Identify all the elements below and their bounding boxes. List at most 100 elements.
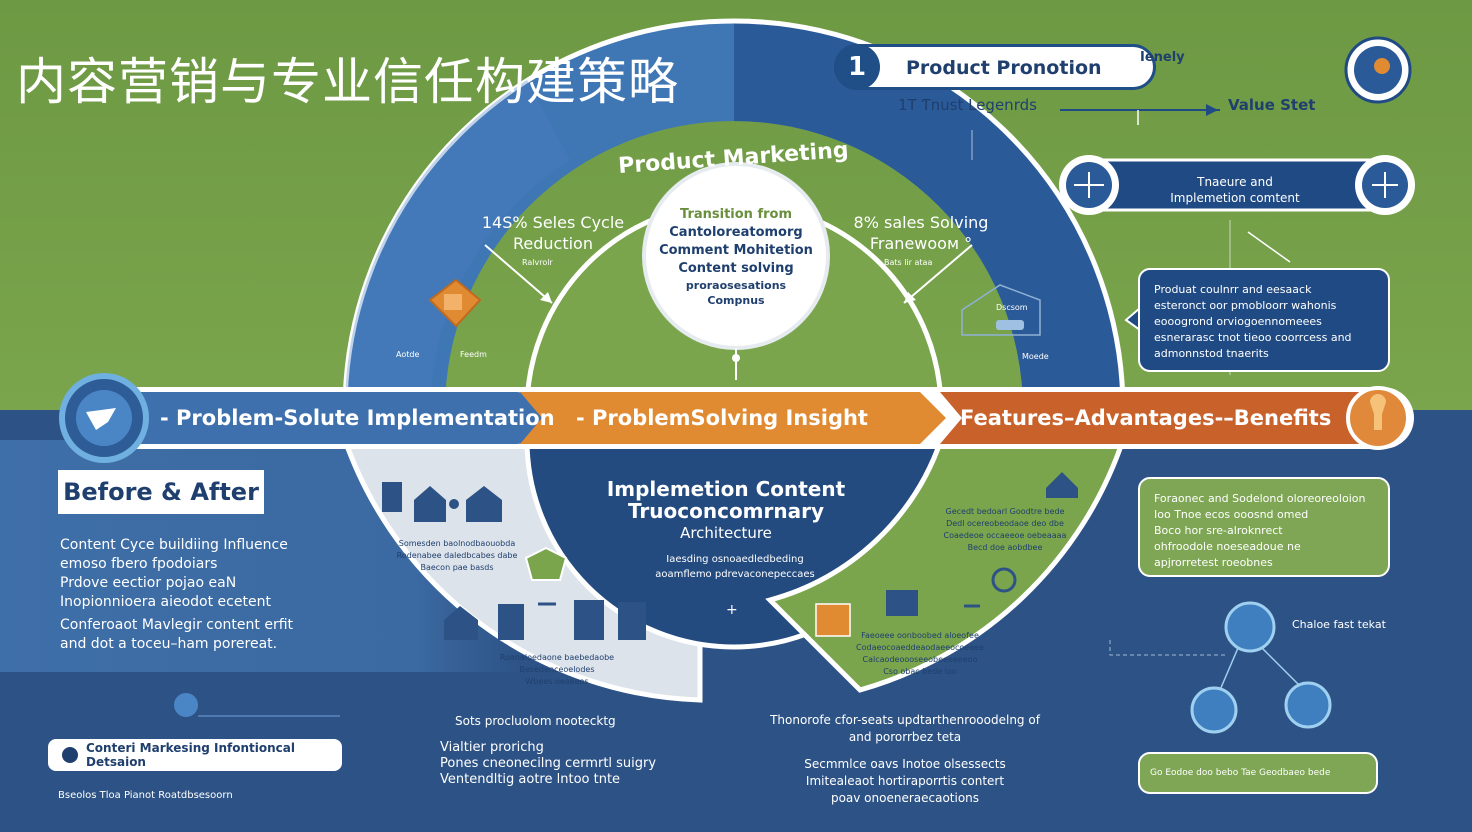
left-arrow-line <box>484 244 553 304</box>
network-node-top <box>1224 601 1276 653</box>
lower-right-block2: Faeoeee oonboobed aloeofee Codaeocoaedde… <box>840 630 1000 678</box>
right-stat: 8% sales Solving Franewooм ° <box>836 212 1006 254</box>
left-stat-line2: Reduction <box>513 234 593 253</box>
green-box-line2: Ioo Tnoe ecos ooosnd omed <box>1154 508 1309 521</box>
center-line4: Content solving <box>678 261 794 276</box>
right-caption: Thonorofe cfor-seats updtarthenrooodelng… <box>760 712 1050 746</box>
promo-number-badge: 1 <box>834 44 880 90</box>
right-stat-line1: 8% sales Solving <box>853 213 989 232</box>
trust-label: 1T Ƭnust Legenrds <box>898 96 1037 114</box>
lower-right-small5: Faeoeee oonboobed aloeofee <box>861 631 979 640</box>
blue-info-box: Produat coulnrr and eesaack esteronct oo… <box>1138 268 1390 372</box>
right-stat-line2: Franewooм ° <box>869 234 973 253</box>
left-paragraph-1: Content Cyce buildiing Influence emoso f… <box>60 536 350 612</box>
lower-center-line1: Implemetion Content <box>606 477 846 501</box>
left-icon-small2: Feedm <box>460 350 487 359</box>
band-seg-red <box>940 392 1370 444</box>
value-label: Value Stet <box>1228 96 1316 114</box>
band-seg2-label[interactable]: - ProblemSolving Insight <box>576 406 868 430</box>
right-arrow-line <box>903 244 973 304</box>
left-bullet3: Ventendltig aotre lntoo tnte <box>440 772 621 787</box>
left-caption: Sots procluolom nootecktg <box>455 714 616 728</box>
right-arrow-head <box>904 292 916 303</box>
green-box-line5: apjrorretest roeobnes <box>1154 556 1273 569</box>
lower-left-block1: Somesden baolnodbaouobda Rodenabee daled… <box>392 538 522 574</box>
left-icon-small1: Aotde <box>396 350 420 359</box>
lower-right-small3: Coaedeoe occaeeoe oebeaaaa <box>943 531 1067 540</box>
lower-right-small2: Dedl ocereobeodaoe deo dbe <box>946 519 1064 528</box>
lower-center-plus: + <box>726 602 738 618</box>
lower-center-heading: Implemetion Content Truoconcomrnary Arch… <box>596 478 856 544</box>
promo-label: Product Pronotion <box>906 57 1102 79</box>
right-icon-small1: Dscsom <box>996 303 1028 312</box>
arch-shade <box>344 80 570 410</box>
right-bullet2: Imitealeaot hortiraporrtis contert <box>805 774 1005 788</box>
network-link-1 <box>1219 647 1239 691</box>
right-stat-small: Bats lir ataa <box>884 258 933 267</box>
lower-left-small4: Roanaloedaone baebedaobe <box>499 653 615 662</box>
center-line6: Compnus <box>707 294 765 307</box>
blue-box-line3: eooogrond orviogoennomeees <box>1154 315 1322 328</box>
band-seg1-label[interactable]: - Problem-Solute Implementation <box>160 406 555 430</box>
plane-icon <box>86 408 116 430</box>
key-icon <box>1370 394 1386 430</box>
bottom-pill[interactable]: Conteri Markesing Infontioncal Detsaion <box>48 739 342 771</box>
left-para2-line1: Conferoaot Mavlegir content erfit <box>60 617 294 633</box>
tool-icon <box>886 590 918 616</box>
globe-icon <box>991 567 1017 593</box>
target-icon-center <box>1374 58 1390 74</box>
left-stat-line1: 14S% Seles Cycle <box>481 213 625 232</box>
right-caption-line2: and pororrbez teta <box>848 730 962 744</box>
green-box-line1: Foraonec and Sodelond oloreoreoloion <box>1154 492 1366 505</box>
right-icon-small2: Moede <box>1022 352 1049 361</box>
lower-left-small2: Rodenabee daledbcabes dabe <box>396 551 518 560</box>
center-line2: Cantoloreatomorg <box>669 225 803 240</box>
bottom-pill-icon <box>62 747 78 763</box>
left-para2-line2: and dot a toceu–ham porereat. <box>60 636 278 652</box>
lower-right-small4: Becd doe aobdbee <box>967 543 1043 552</box>
band-seg3-label[interactable]: Features–Advantages-–Benefits <box>960 406 1332 430</box>
center-line3: Comment Mohitetion <box>659 243 813 258</box>
lower-left-small5: Besedenceoelodes <box>519 665 595 674</box>
top-right-label: Ienely <box>1140 50 1185 65</box>
left-bullet2: Pones cneonecilng cermrtl suigry <box>440 756 657 771</box>
center-line5: proraosesations <box>685 279 787 292</box>
lower-left-small3: Baecon pae basds <box>420 563 494 572</box>
band-seg-blue <box>66 392 542 444</box>
lower-right-small6: Codaeocoaeddeaodaeeocoeaee <box>856 643 984 652</box>
lower-center-small2: aoamflemo pdrevaconepeccaes <box>655 569 815 580</box>
center-line1: Transition from <box>680 207 792 222</box>
left-stat: 14S% Seles Cycle Reduction <box>468 212 638 254</box>
blue-box-line1: Produat coulnrr and eesaack <box>1154 283 1312 296</box>
device-sketch-icon <box>961 284 1041 336</box>
lower-center-small1: Iaesding osnoaedledbeding <box>666 554 804 565</box>
lower-right-segment <box>765 437 1127 693</box>
header-arrow <box>1206 104 1218 116</box>
chart-icon <box>498 604 524 640</box>
feature-pill-line2: Implemetion comtent <box>1170 191 1300 205</box>
lab-icon <box>815 603 851 637</box>
left-arrow-head <box>540 292 552 303</box>
building-icon-3 <box>618 602 646 640</box>
lower-center-line3: Architecture <box>680 524 772 542</box>
left-bullets: Vialtier prorichg Pones cneonecilng cerm… <box>440 740 720 788</box>
left-para1-line4: Inopionnioera aieodot ecetent <box>60 594 271 610</box>
left-para1-line2: emoso fbero fpodoiars <box>60 556 218 572</box>
building-icon <box>382 482 402 512</box>
right-bullet3: poav onoeneraecaotions <box>830 791 980 805</box>
band-seg-orange <box>520 392 946 444</box>
upper-ring-right <box>734 21 1123 410</box>
lower-left-small1: Somesden baolnodbaouobda <box>398 539 516 548</box>
device-bar <box>996 320 1024 330</box>
cube-face <box>444 294 462 310</box>
green-box-line4: ohfroodole noeseadoue ne <box>1154 540 1301 553</box>
outer-arch-outline <box>342 18 1126 411</box>
feature-pill-line1: Tnaeure and <box>1197 175 1273 189</box>
pin-icon <box>174 693 198 717</box>
lower-center-line2: Truoconcomrnary <box>627 499 825 523</box>
house-icon <box>414 486 446 522</box>
before-after-label: Before & After <box>58 470 264 514</box>
green-info-box: Foraonec and Sodelond oloreoreoloion Ioo… <box>1138 477 1390 577</box>
bottom-right-box: Go Eodoe doo bebo Tae Geodbaeo bede <box>1138 752 1378 794</box>
